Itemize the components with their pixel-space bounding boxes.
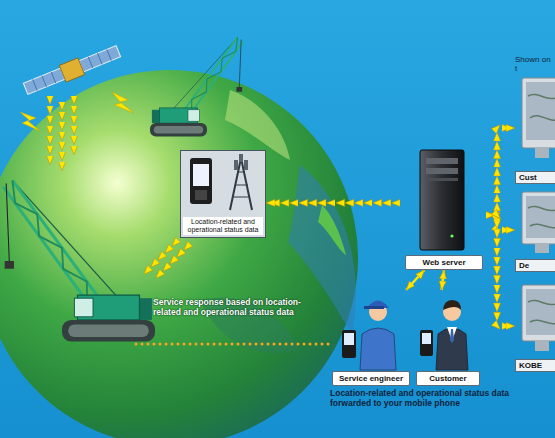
arrow-chain — [483, 215, 515, 230]
satellite-part — [79, 46, 121, 72]
satellite-part — [88, 57, 92, 68]
web-server-picture-part — [426, 158, 458, 164]
crawler-crane-part — [150, 38, 243, 137]
caption-label: Location-related and operational status … — [330, 389, 516, 409]
node-caption: Service engineer — [332, 371, 410, 386]
monitor-part — [522, 285, 555, 341]
tower-panel-picture — [181, 151, 265, 237]
node-caption: Location-related and operational status … — [183, 217, 263, 235]
web-server-picture-part — [420, 150, 464, 250]
signal-chain-part — [50, 90, 51, 170]
signal-chain-part — [74, 90, 75, 160]
tower-panel-picture-part — [235, 185, 248, 186]
arrow-chain — [483, 128, 515, 215]
satellite — [22, 43, 121, 97]
tower-panel: Location-related and operational status … — [180, 150, 266, 238]
web-server-picture — [420, 150, 464, 250]
node-caption: KOBE — [515, 359, 555, 372]
monitor-part — [535, 244, 549, 253]
customer-figure-part — [436, 328, 468, 370]
web-server-picture-part — [426, 168, 458, 174]
monitor-part — [526, 196, 555, 238]
node-caption: De — [515, 259, 555, 272]
tower-panel-picture-part — [193, 164, 209, 186]
person-box: Service engineer — [332, 290, 410, 386]
tower-panel-picture-part — [233, 197, 250, 198]
customer-figure-part — [420, 330, 433, 356]
service-engineer-figure-part — [364, 306, 384, 309]
satellite-part — [23, 68, 65, 94]
lightning-bolt — [20, 92, 134, 131]
node-caption: Cust — [515, 171, 555, 184]
node-caption: Web server — [405, 255, 483, 270]
monitor-box: KOBE — [515, 280, 555, 372]
arrow-chain — [266, 202, 405, 203]
monitor-part — [522, 192, 555, 244]
server-box: Web server — [405, 148, 483, 270]
satellite-part — [51, 72, 55, 83]
monitor — [522, 78, 555, 351]
signal-chain-part — [152, 240, 194, 282]
monitor-box: Cust — [515, 72, 555, 184]
node-caption: Customer — [416, 371, 480, 386]
globe-part — [318, 205, 346, 255]
monitor-part — [528, 94, 555, 120]
monitor-part — [535, 148, 549, 158]
service-engineer-figure-part — [360, 328, 396, 370]
caption-label: Shown on t — [515, 56, 555, 74]
monitor-part — [526, 82, 555, 140]
monitor-part — [535, 341, 549, 351]
tower-panel-picture-part — [244, 160, 248, 170]
customer-figure-part — [443, 300, 461, 310]
monitor-part — [528, 300, 555, 323]
signal-chain-part — [62, 96, 63, 176]
satellite-part — [107, 49, 111, 60]
signal-chain-part — [140, 236, 182, 278]
tower-panel-picture-part — [195, 190, 207, 200]
satellite-part — [59, 58, 84, 82]
service-route — [136, 343, 332, 346]
arrow-chain — [483, 215, 515, 326]
customer-figure — [420, 300, 468, 370]
monitor-part — [522, 78, 555, 148]
two-way-arrow — [406, 270, 424, 290]
web-server-picture-part — [450, 234, 453, 237]
monitor-box: De — [515, 188, 555, 272]
lightning-bolt-part — [20, 112, 40, 131]
lightning-bolt-part — [112, 92, 134, 113]
caption-label: Service response based on location-relat… — [153, 298, 325, 318]
satellite-part — [42, 76, 46, 87]
person-box: Customer — [416, 290, 480, 386]
tower-panel-picture-part — [234, 160, 238, 170]
monitor-part — [528, 206, 555, 227]
monitor-part — [526, 289, 555, 335]
crawler-crane-part — [3, 180, 155, 341]
service-engineer-figure-part — [342, 330, 356, 358]
crawler-crane — [3, 38, 243, 342]
globe-part — [288, 165, 356, 335]
web-server-picture-part — [426, 178, 458, 181]
customer-figure-part — [422, 333, 431, 344]
satellite-part — [98, 53, 102, 64]
tower-panel-picture-part — [230, 158, 252, 210]
tower-panel-picture-part — [239, 154, 243, 162]
tower-panel-picture-part — [181, 151, 265, 237]
customer-figure-part — [450, 329, 454, 343]
service-engineer-figure-part — [344, 333, 354, 345]
tower-panel-picture-part — [190, 158, 212, 204]
two-way-arrow — [442, 270, 444, 290]
satellite-part — [33, 79, 37, 90]
service-engineer-figure — [342, 301, 396, 371]
tower-panel-picture-part — [237, 172, 245, 173]
